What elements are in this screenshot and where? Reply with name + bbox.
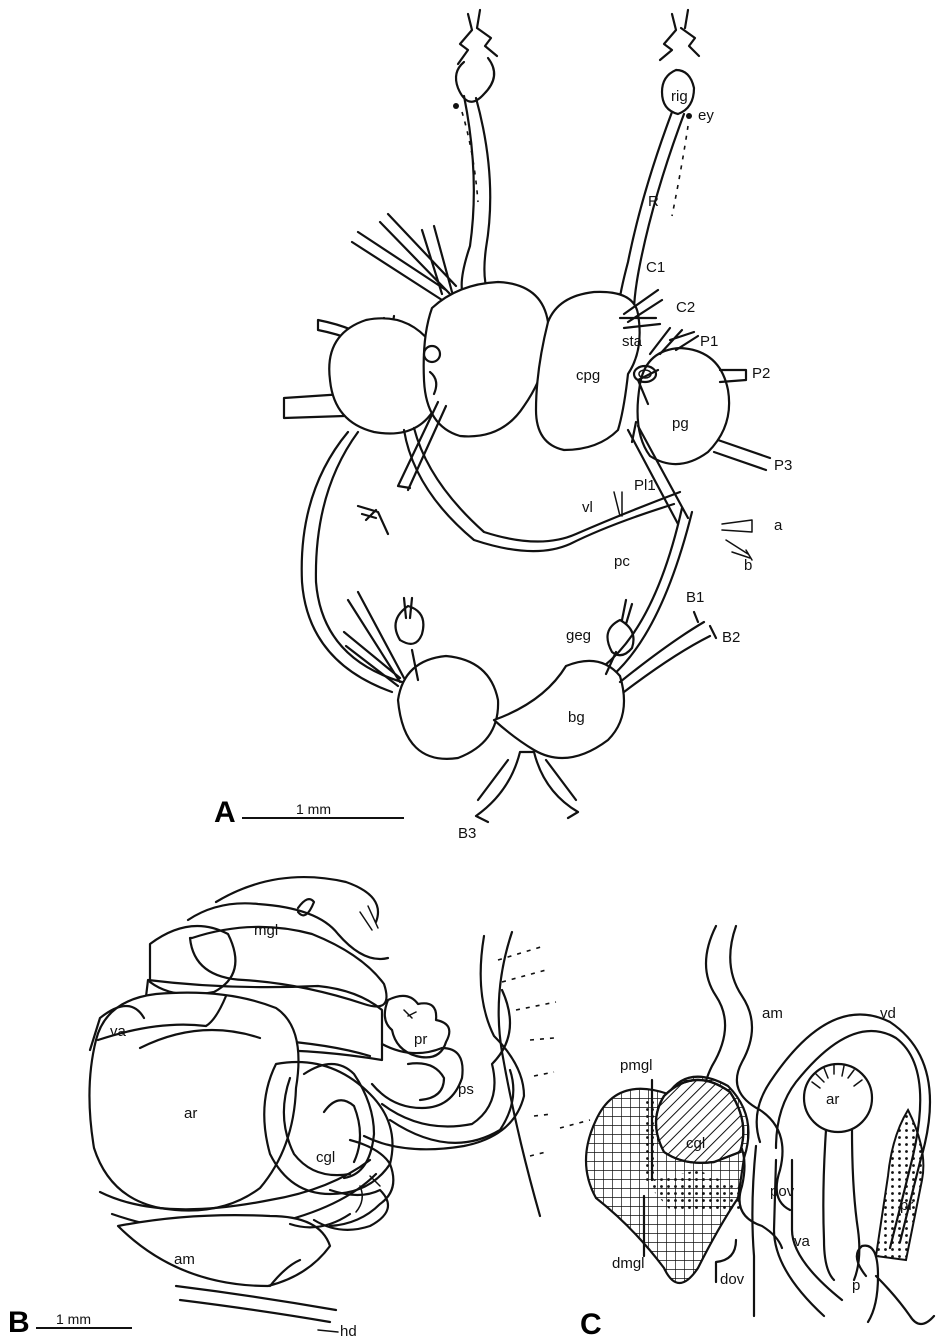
label-ar: ar: [184, 1105, 197, 1122]
panel-letter-b: B: [8, 1306, 30, 1339]
scale-text-b: 1 mm: [56, 1311, 91, 1327]
label-va: va: [110, 1023, 127, 1040]
label-pc: pc: [614, 553, 630, 570]
buccal-ganglion-left: [398, 656, 498, 759]
label-cgl-c: cgl: [686, 1135, 705, 1152]
label-P1: P1: [700, 333, 718, 350]
label-dmgl: dmgl: [612, 1255, 645, 1272]
right-rhinophore-nerve: [618, 112, 684, 312]
label-pg: pg: [672, 415, 689, 432]
panel-c-schematic: am vd pmgl cgl ar pov pr va dmgl dov p C: [560, 926, 934, 1341]
panel-b-reproductive-system: mgl pr ps va ar cgl am hd B 1 mm: [8, 877, 556, 1340]
label-p: p: [852, 1277, 860, 1294]
label-am-c: am: [762, 1005, 783, 1022]
label-Pl1: Pl1: [634, 477, 656, 494]
prostate-pr: [876, 1110, 923, 1260]
label-ey: ey: [698, 107, 714, 124]
label-va-c: va: [794, 1233, 811, 1250]
label-pr-c: pr: [900, 1197, 913, 1214]
label-C2: C2: [676, 299, 695, 316]
label-B1: B1: [686, 589, 704, 606]
label-C1: C1: [646, 259, 665, 276]
label-ar-c: ar: [826, 1091, 839, 1108]
label-B3: B3: [458, 825, 476, 842]
label-b: b: [744, 557, 752, 574]
label-vl: vl: [582, 499, 593, 516]
label-rig: rig: [671, 88, 688, 105]
panel-letter-c: C: [580, 1308, 602, 1341]
buccal-ganglion-bg: [494, 661, 624, 758]
label-P2: P2: [752, 365, 770, 382]
label-pmgl: pmgl: [620, 1057, 653, 1074]
panel-a-nervous-system: rig ey R C1 C2 sta P1 P2 cpg pg P3 Pl1 v…: [214, 10, 792, 842]
label-ps: ps: [458, 1081, 474, 1098]
label-hd: hd: [340, 1323, 357, 1340]
label-cpg: cpg: [576, 367, 600, 384]
label-R: R: [648, 193, 659, 210]
label-bg: bg: [568, 709, 585, 726]
label-geg: geg: [566, 627, 591, 644]
panel-letter-a: A: [214, 796, 236, 829]
pedal-ganglion-pg: [638, 348, 730, 464]
label-a: a: [774, 517, 783, 534]
label-sta: sta: [622, 333, 643, 350]
right-eye-dot: [686, 113, 692, 119]
label-vd: vd: [880, 1005, 896, 1022]
label-mgl: mgl: [254, 922, 278, 939]
label-pov: pov: [770, 1183, 795, 1200]
label-dov: dov: [720, 1271, 745, 1288]
scale-text-a: 1 mm: [296, 801, 331, 817]
label-am-b: am: [174, 1251, 195, 1268]
left-eye-dot: [453, 103, 459, 109]
label-P3: P3: [774, 457, 792, 474]
label-B2: B2: [722, 629, 740, 646]
label-pr: pr: [414, 1031, 427, 1048]
label-cgl: cgl: [316, 1149, 335, 1166]
left-rhinophore-nerve: [462, 96, 491, 292]
